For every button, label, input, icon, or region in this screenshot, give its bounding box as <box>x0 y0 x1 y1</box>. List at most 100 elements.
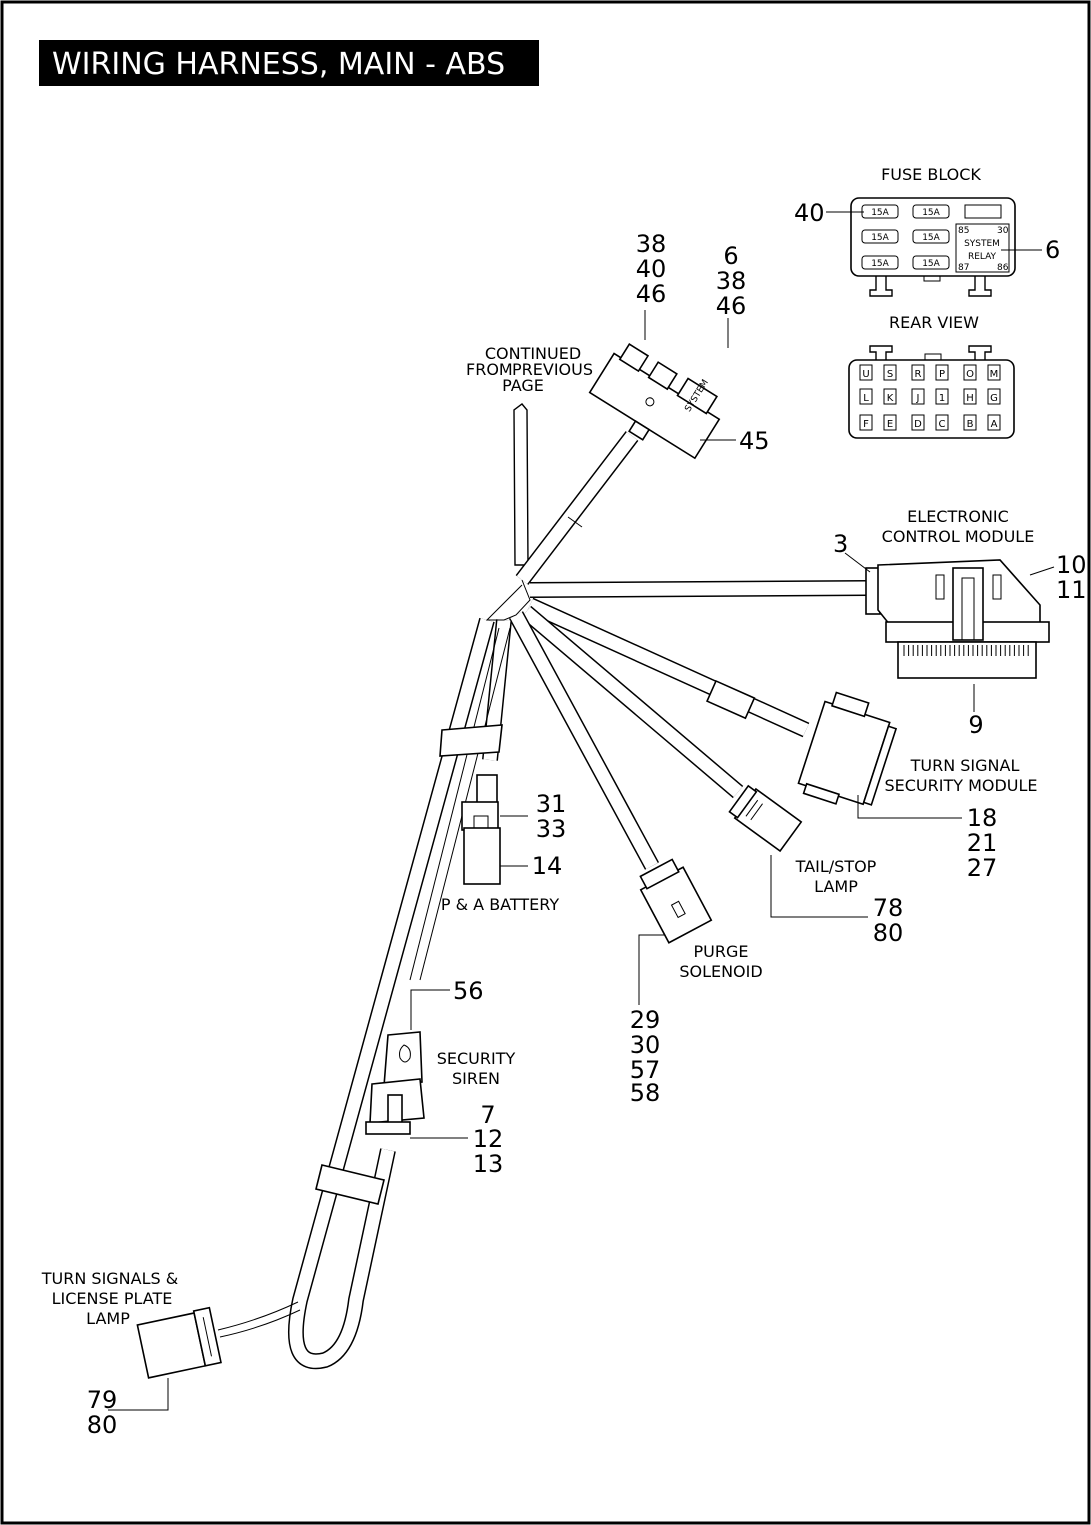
fuse-slot-empty <box>964 204 1002 219</box>
fuse-connector-callout-r2: 38 <box>716 267 747 295</box>
siren-label-line1: SECURITY <box>437 1049 516 1068</box>
rear-cavity-U <box>859 364 873 381</box>
rear-cavity-D <box>911 414 925 431</box>
rear-cavity-1 <box>935 388 949 405</box>
siren-label-line2: SIREN <box>452 1069 500 1088</box>
title-banner: WIRING HARNESS, MAIN - ABS <box>39 40 539 86</box>
fuse-connector-relay <box>676 377 719 415</box>
rear-cavity-label: U <box>862 369 869 380</box>
tssm-wire-sleeve <box>705 679 756 720</box>
ecm-callout-bottom: 9 <box>968 711 983 739</box>
fuse-block-label: FUSE BLOCK <box>881 165 981 184</box>
siren-callout-3: 13 <box>473 1150 504 1178</box>
rear-cavity-C <box>935 414 949 431</box>
rear-cavity-label: 1 <box>939 393 945 404</box>
purge-label-line1: PURGE <box>694 942 749 961</box>
wire-to-siren <box>409 627 500 981</box>
siren-keyhole-icon <box>399 1044 411 1063</box>
fuse-connector-callout-r3: 46 <box>716 292 747 320</box>
purge-callout-2: 30 <box>630 1031 661 1059</box>
tssm-callout-2: 21 <box>967 829 998 857</box>
fuse-1-label: 15A <box>871 208 889 218</box>
siren-leader-top <box>410 989 450 1030</box>
siren-callout-2: 12 <box>473 1125 504 1153</box>
rear-cavity-label: R <box>915 369 922 380</box>
tssm-callout-1: 18 <box>967 804 998 832</box>
ecm-pin-row <box>903 645 1029 656</box>
rear-cavity-M <box>987 364 1001 381</box>
rear-cavity-label: D <box>914 419 922 430</box>
ecm-callout-right-2: 11 <box>1056 576 1087 604</box>
battery-connector-cap <box>476 774 498 806</box>
continued-line2b: PREVIOUS <box>512 360 593 379</box>
fuse-block-tab-left <box>869 276 893 297</box>
purge-callout-3: 57 <box>630 1056 661 1084</box>
tail-stop-label-line1: TAIL/STOP <box>795 857 877 876</box>
rear-cavity-label: B <box>967 419 974 430</box>
turn-signals-callout-1: 79 <box>87 1386 118 1414</box>
harness-clamp-lower <box>315 1164 385 1205</box>
fuse-6: 15A <box>912 255 950 270</box>
fuse-3-label: 15A <box>871 233 889 243</box>
ecm-callout-right-1: 10 <box>1056 551 1087 579</box>
ecm-callout-left: 3 <box>833 530 848 558</box>
battery-callout-1: 31 <box>536 790 567 818</box>
rear-cavity-E <box>883 414 897 431</box>
rear-view-label: REAR VIEW <box>889 313 979 332</box>
rear-cavity-label: L <box>863 393 869 404</box>
purge-solenoid-connector: PURGE SOLENOID 29 30 57 58 <box>630 858 763 1107</box>
relay-pin-86: 86 <box>997 263 1009 273</box>
fuse-4-label: 15A <box>922 233 940 243</box>
title-background <box>39 40 539 86</box>
harness-junction <box>485 579 531 621</box>
siren-connector-housing <box>383 1031 423 1087</box>
turn-signal-pigtail <box>217 1301 299 1331</box>
rear-cavity-B <box>963 414 977 431</box>
continued-line1: CONTINUED <box>485 344 581 363</box>
trunk-from-previous-page <box>513 403 529 566</box>
continued-line3: PAGE <box>502 376 544 395</box>
system-relay: 85 30 87 86 SYSTEM RELAY <box>955 223 1010 273</box>
fuse-5-label: 15A <box>871 259 889 269</box>
rear-cavity-R <box>911 364 925 381</box>
rear-cavity-label: M <box>990 369 999 380</box>
rear-cavity-G <box>987 388 1001 405</box>
relay-body <box>955 223 1010 273</box>
rear-cavity-label: J <box>916 393 920 404</box>
ecm-label-line2: CONTROL MODULE <box>882 527 1035 546</box>
relay-pin-30: 30 <box>997 226 1009 236</box>
fuse-2-label: 15A <box>922 208 940 218</box>
fuse-connector-callout-l1: 38 <box>636 230 667 258</box>
fuse-5: 15A <box>861 255 899 270</box>
fuse-connector-fuse-a <box>618 343 650 373</box>
purge-callout-1: 29 <box>630 1006 661 1034</box>
rear-cavity-label: P <box>939 369 945 380</box>
siren-callout-top: 56 <box>453 977 484 1005</box>
rear-cavity-P <box>935 364 949 381</box>
tssm-leader <box>857 795 962 819</box>
continued-line2a: FROM <box>466 360 513 379</box>
rear-cavity-label: H <box>966 393 974 404</box>
battery-label: P & A BATTERY <box>441 895 559 914</box>
ecm-latch <box>952 567 984 641</box>
battery-connector-body <box>463 827 501 885</box>
turn-signal-security-module: TURN SIGNAL SECURITY MODULE 18 21 27 <box>797 691 1038 882</box>
harness-wires <box>217 403 869 1370</box>
rear-cavity-label: O <box>966 369 974 380</box>
fuse-connector-callout-bottom: 45 <box>739 427 770 455</box>
fuse-callout-left: 40 <box>794 199 825 227</box>
ecm-pin-header <box>897 641 1037 679</box>
tssm-callout-3: 27 <box>967 854 998 882</box>
battery-callout-2: 33 <box>536 815 567 843</box>
fuse-4: 15A <box>912 229 950 244</box>
fuse-block: FUSE BLOCK 15A 15A 15A 15A 15A 15A 85 30… <box>794 165 1060 297</box>
rear-cavity-label: A <box>991 419 998 430</box>
rear-cavity-O <box>963 364 977 381</box>
relay-label-line2: RELAY <box>968 252 997 262</box>
purge-callout-4: 58 <box>630 1079 661 1107</box>
relay-pin-85: 85 <box>958 226 969 236</box>
fuse-connector-callout-r1: 6 <box>723 242 738 270</box>
turn-signals-label-line1: TURN SIGNALS & <box>41 1269 178 1288</box>
